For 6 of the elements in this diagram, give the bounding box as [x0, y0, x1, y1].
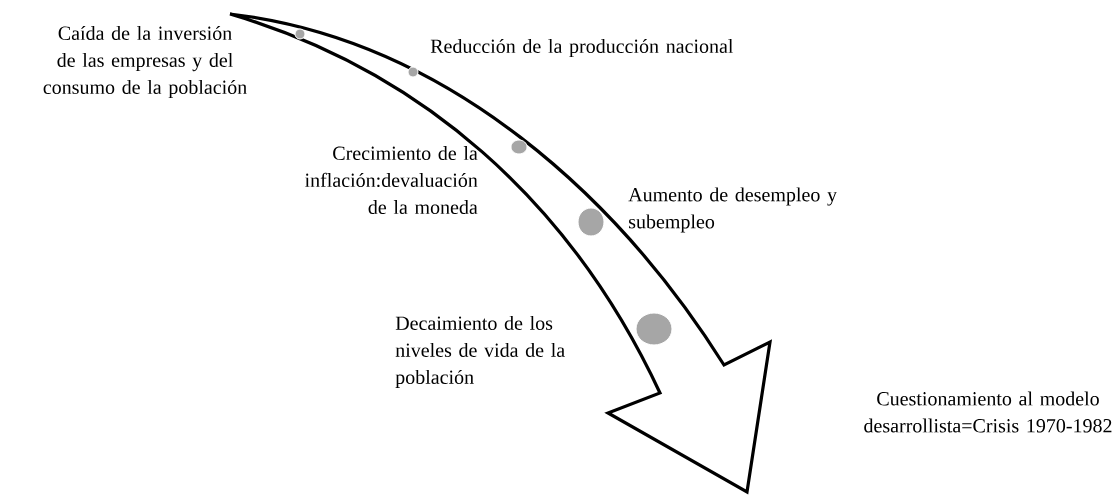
step-label: Crecimiento de la inflación:devaluación de la moneda [304, 145, 478, 214]
step-label: Caída de la inversión de las empresas y del consumo de la población [43, 25, 247, 99]
step-label: Reducción de la producción nacional [430, 38, 734, 58]
step-label: Decaimiento de los niveles de vida de la población [395, 315, 565, 389]
step-label: Cuestionamiento al modelo desarrollista=Crisis 1970-1982 [864, 391, 1112, 433]
step-label: Aumento de desempleo y subempleo [628, 187, 837, 233]
